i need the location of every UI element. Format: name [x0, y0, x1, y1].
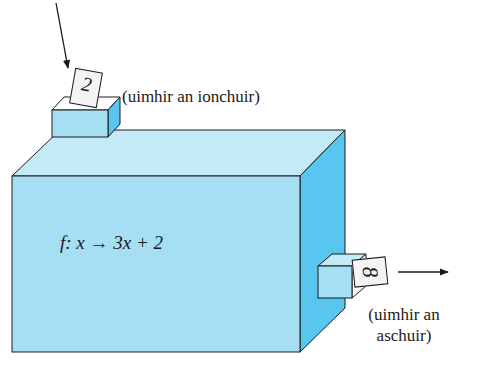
function-rule: f: x → 3x + 2 [60, 232, 300, 254]
input-label: (uimhir an ionchuir) [122, 86, 322, 107]
card-number: 2 [80, 72, 94, 96]
input-slot-front [52, 110, 108, 137]
output-label: (uimhir an aschuir) [350, 304, 458, 347]
function-machine: f: x → 3x + 2 [12, 176, 300, 352]
box-front [12, 176, 300, 352]
box-right [300, 130, 345, 352]
output-arrow [398, 271, 448, 272]
card-number: 8 [356, 265, 383, 279]
input-slot-side [108, 97, 120, 137]
input-arrow [56, 3, 68, 68]
output-slot-front [318, 266, 352, 298]
output-card: 8 [352, 256, 389, 287]
